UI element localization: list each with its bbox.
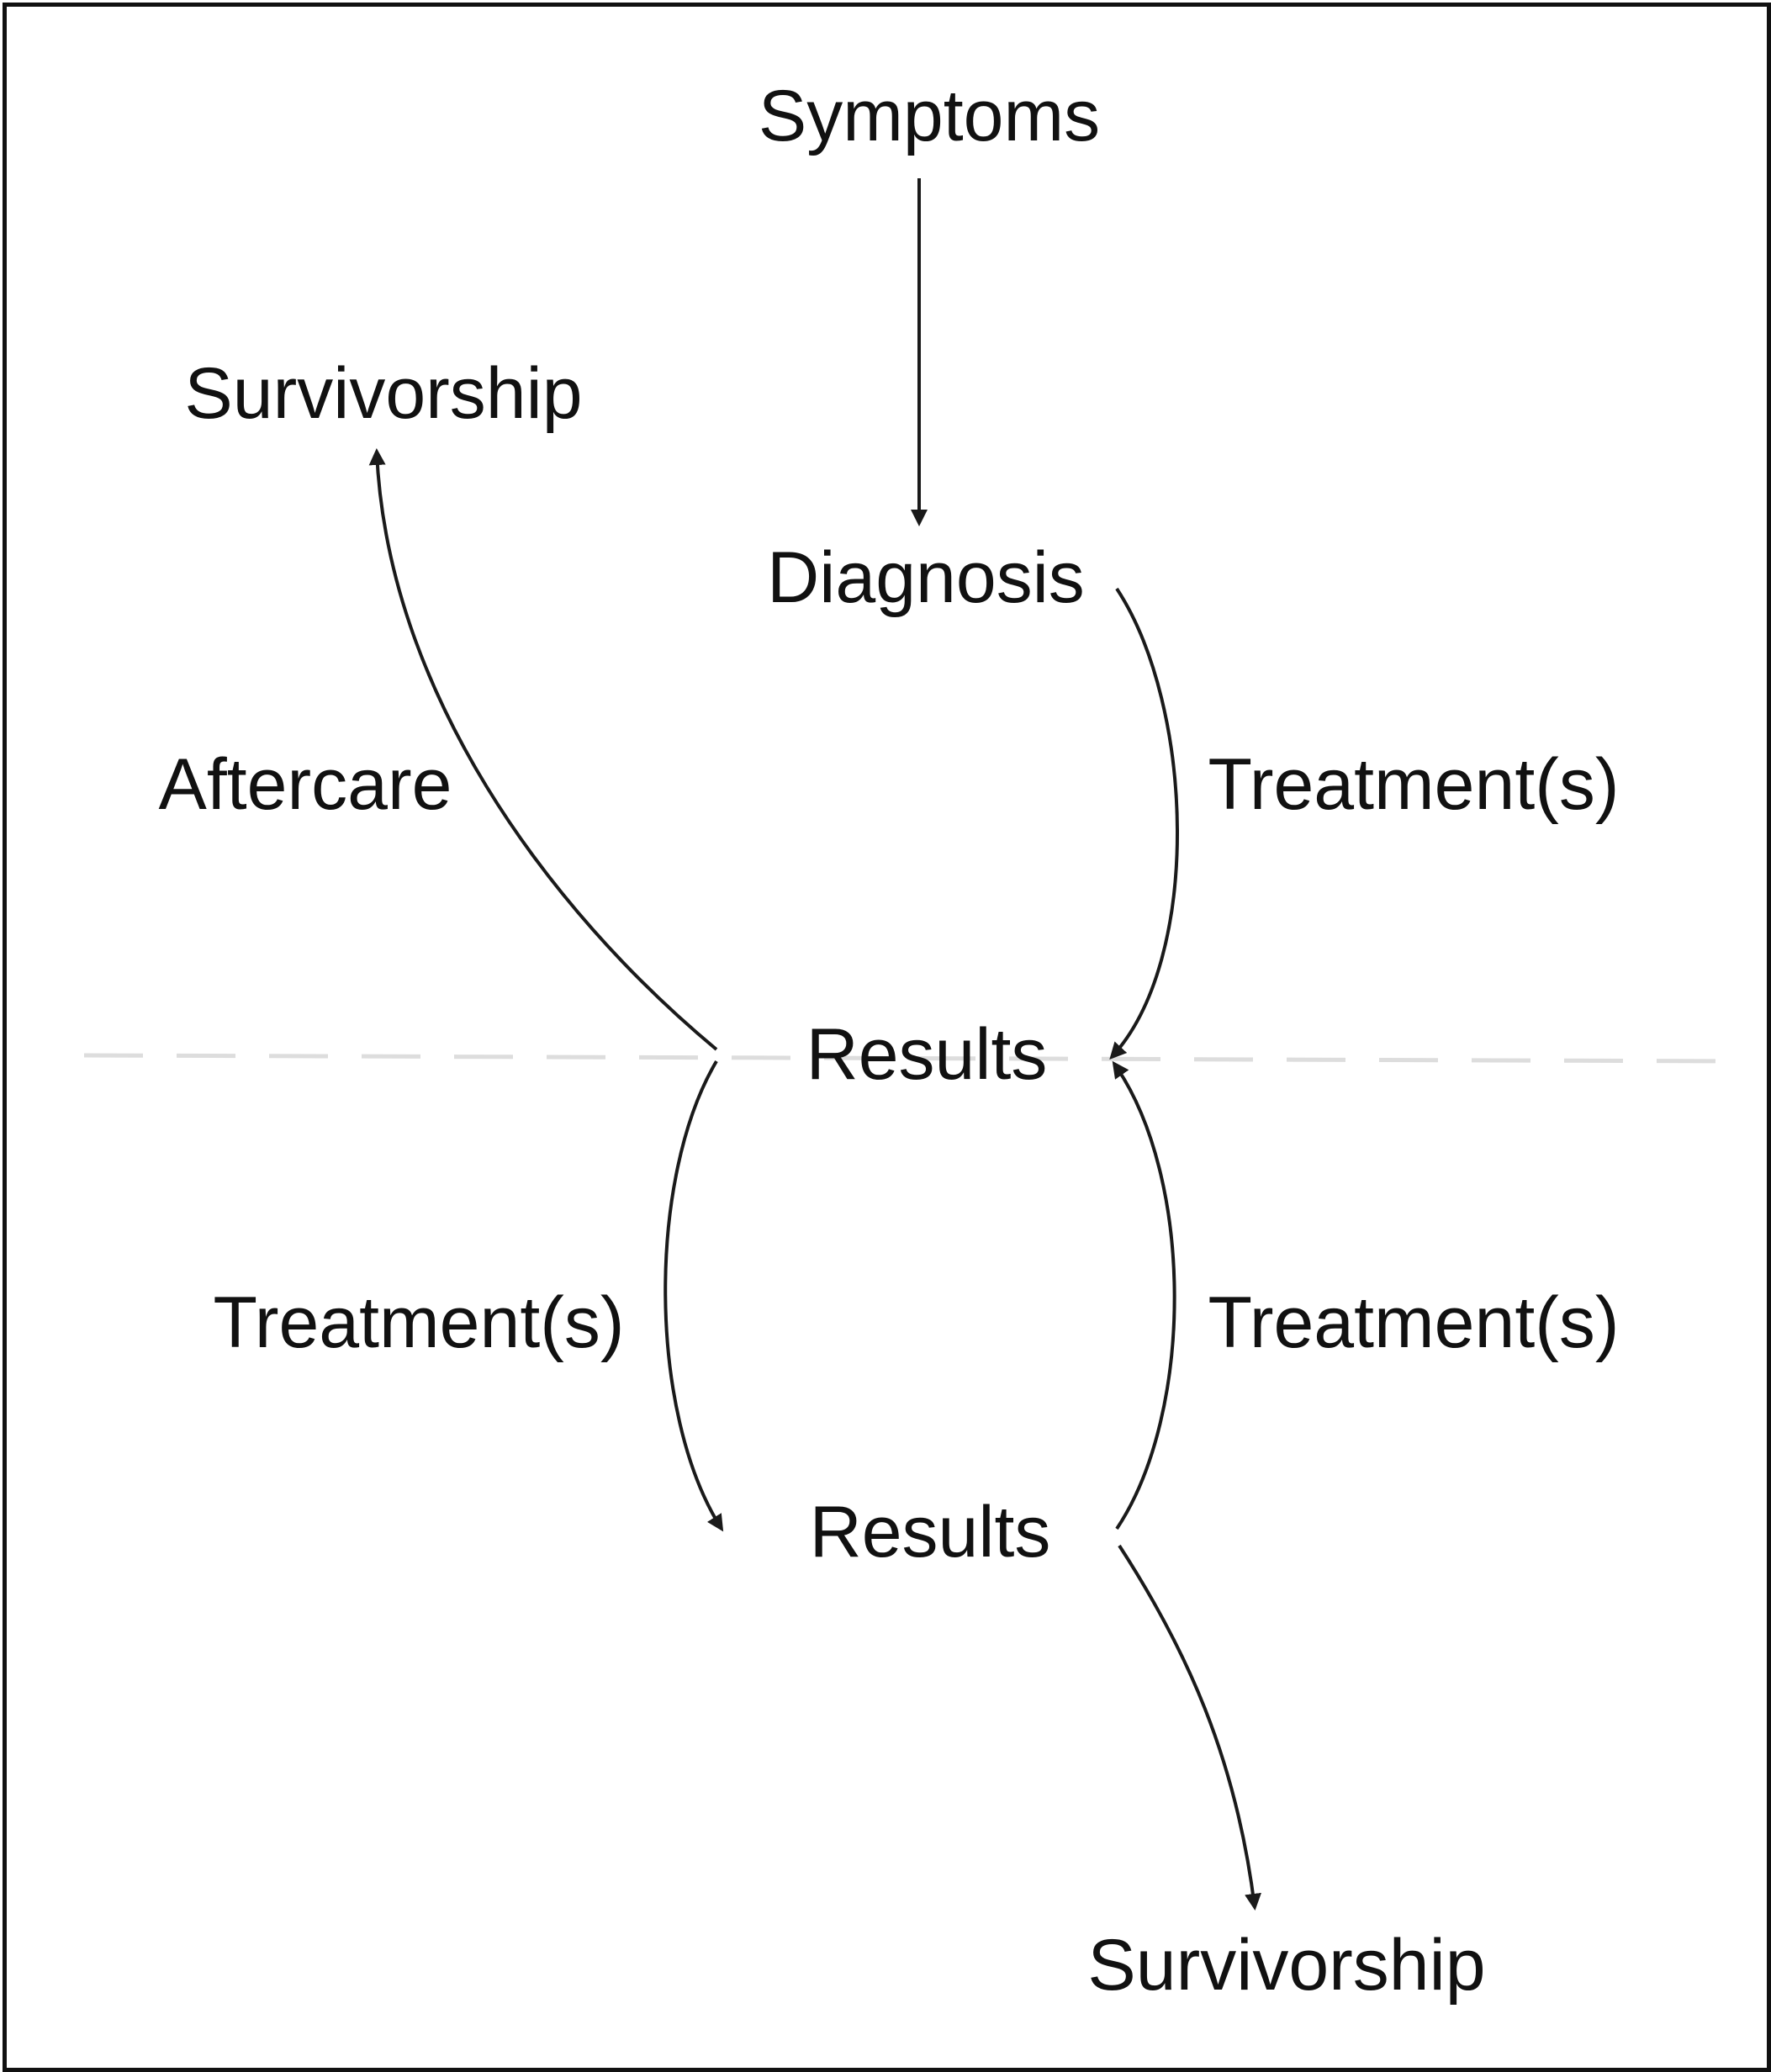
arrow-results-to-results-left	[663, 1060, 724, 1532]
edge-label-aftercare: Aftercare	[159, 744, 452, 825]
diagram-frame	[3, 3, 1771, 2072]
node-results-lower: Results	[810, 1492, 1051, 1572]
node-diagnosis: Diagnosis	[767, 537, 1085, 618]
edge-label-treatment-right: Treatment(s)	[1208, 1282, 1620, 1363]
arrow-results-to-survivorship-aftercare	[368, 448, 718, 1051]
arrow-results-to-results-right	[1112, 1060, 1176, 1530]
edge-label-treatment-diagnosis-to-results: Treatment(s)	[1208, 744, 1620, 825]
arrow-results-to-survivorship-bottom	[1118, 1544, 1261, 1911]
edge-label-treatment-left: Treatment(s)	[214, 1282, 625, 1363]
node-survivorship-top-left: Survivorship	[184, 353, 582, 434]
node-symptoms: Symptoms	[759, 76, 1100, 156]
arrow-diagnosis-to-results	[1109, 587, 1179, 1060]
node-survivorship-bottom-right: Survivorship	[1087, 1925, 1485, 2006]
node-results-upper: Results	[806, 1014, 1048, 1095]
